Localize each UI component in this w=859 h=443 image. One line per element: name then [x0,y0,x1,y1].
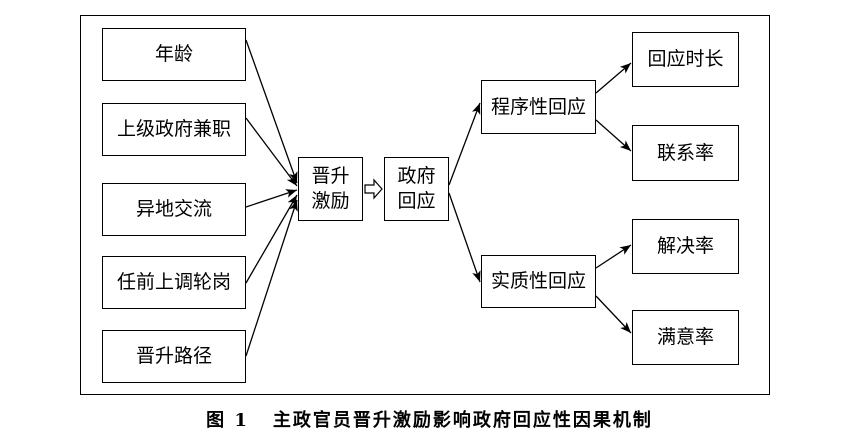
measure-box-response-duration: 回应时长 [632,32,739,87]
diagram-frame [80,15,770,395]
figure-number: 图 1 [206,410,249,431]
factor-box-age: 年龄 [102,28,246,81]
measure-box-contact-rate: 联系率 [632,125,739,181]
procedural-response-box: 程序性回应 [481,80,596,134]
measure-box-satisfaction-rate: 满意率 [632,310,739,365]
factor-label-superior-gov-concurrent-post: 上级政府兼职 [116,118,231,140]
substantive-response-label: 实质性回应 [490,270,586,292]
measure-label-satisfaction-rate: 满意率 [656,326,714,348]
factor-box-pre-appointment-rotation: 任前上调轮岗 [102,256,246,309]
factor-box-cross-region-exchange: 异地交流 [102,183,246,236]
promotion-incentive-box: 晋升 激励 [298,157,363,221]
procedural-response-label: 程序性回应 [490,95,586,118]
factor-label-pre-appointment-rotation: 任前上调轮岗 [116,271,231,293]
factor-label-age: 年龄 [154,43,193,65]
figure-caption: 图 1 主政官员晋升激励影响政府回应性因果机制 [0,405,859,433]
factor-label-cross-region-exchange: 异地交流 [135,198,212,220]
government-response-box: 政府 回应 [384,157,449,221]
factor-label-promotion-path: 晋升路径 [135,345,212,367]
substantive-response-box: 实质性回应 [481,255,596,308]
factor-box-superior-gov-concurrent-post: 上级政府兼职 [102,103,246,156]
government-response-line2: 回应 [397,190,436,212]
measure-box-resolution-rate: 解决率 [632,219,739,274]
government-response-line1: 政府 [397,165,436,187]
promotion-incentive-line1: 晋升 [311,165,350,187]
factor-box-promotion-path: 晋升路径 [102,330,246,383]
figure-title: 主政官员晋升激励影响政府回应性因果机制 [272,410,653,431]
measure-label-response-duration: 回应时长 [647,48,724,70]
promotion-incentive-line2: 激励 [311,190,350,212]
measure-label-resolution-rate: 解决率 [656,235,714,257]
measure-label-contact-rate: 联系率 [656,141,714,164]
